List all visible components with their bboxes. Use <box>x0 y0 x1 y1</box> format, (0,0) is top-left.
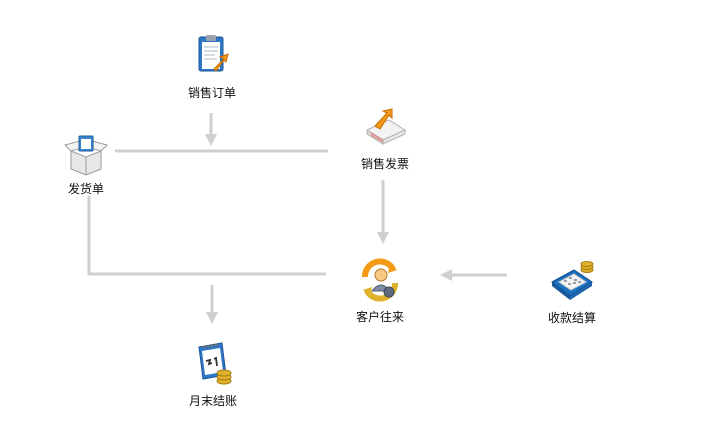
node-sales-invoice[interactable]: 销售发票 <box>340 104 430 172</box>
node-delivery-note[interactable]: 发货单 <box>41 133 131 197</box>
calendar-coins-icon <box>198 342 232 385</box>
customer-exchange-icon <box>362 258 398 302</box>
label-customer-account: 客户往来 <box>355 310 404 324</box>
label-month-end-closing: 月末结账 <box>188 394 237 408</box>
node-sales-order[interactable]: 销售订单 <box>167 31 257 101</box>
calculator-coins-icon <box>551 261 594 300</box>
label-receipt-settlement: 收款结算 <box>547 311 596 325</box>
node-customer-account[interactable]: 客户往来 <box>335 255 425 325</box>
node-receipt-settlement[interactable]: 收款结算 <box>527 258 617 326</box>
label-sales-invoice: 销售发票 <box>360 157 409 171</box>
node-month-end-closing[interactable]: 月末结账 <box>168 339 258 409</box>
label-delivery-note: 发货单 <box>67 182 104 196</box>
label-sales-order: 销售订单 <box>187 86 236 100</box>
connector-delivery-to-customer <box>87 196 326 276</box>
clipboard-arrow-icon <box>198 35 229 72</box>
invoice-stack-icon <box>365 108 407 145</box>
open-box-icon <box>64 135 108 176</box>
